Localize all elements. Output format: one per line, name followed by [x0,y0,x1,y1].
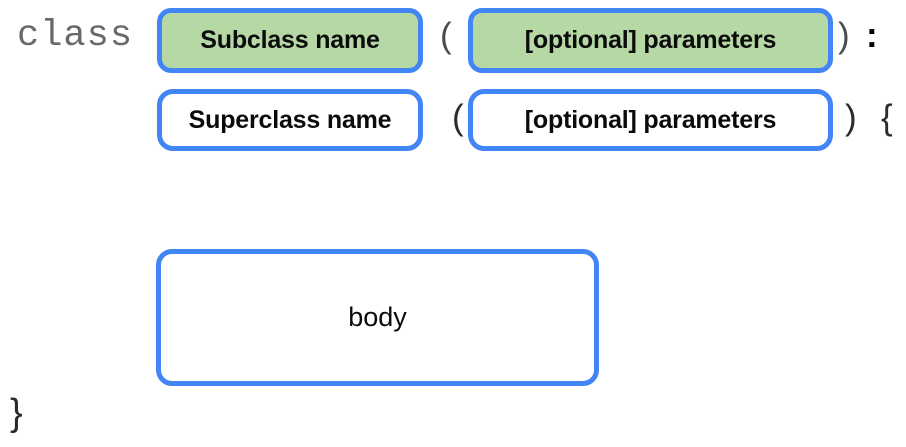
subclass-colon: : [866,16,878,55]
class-keyword: class [17,15,134,57]
superclass-name-label: Superclass name [188,105,392,134]
subclass-name-box[interactable]: Subclass name [157,8,423,73]
body-label: body [348,302,407,332]
superclass-name-box[interactable]: Superclass name [157,89,423,151]
superclass-parameters-label: [optional] parameters [524,105,777,134]
subclass-name-label: Subclass name [200,26,380,54]
superclass-parameters-box[interactable]: [optional] parameters [468,89,833,151]
subclass-parameters-box[interactable]: [optional] parameters [468,8,833,73]
subclass-parameters-label: [optional] parameters [524,26,777,54]
subclass-paren-open: ( [440,16,452,55]
opening-brace: { [881,98,893,137]
superclass-paren-open: ( [452,98,464,137]
body-box[interactable]: body [156,249,599,386]
subclass-paren-close: ) [838,16,850,55]
closing-brace: } [10,392,23,434]
superclass-paren-close: ) [845,98,857,137]
